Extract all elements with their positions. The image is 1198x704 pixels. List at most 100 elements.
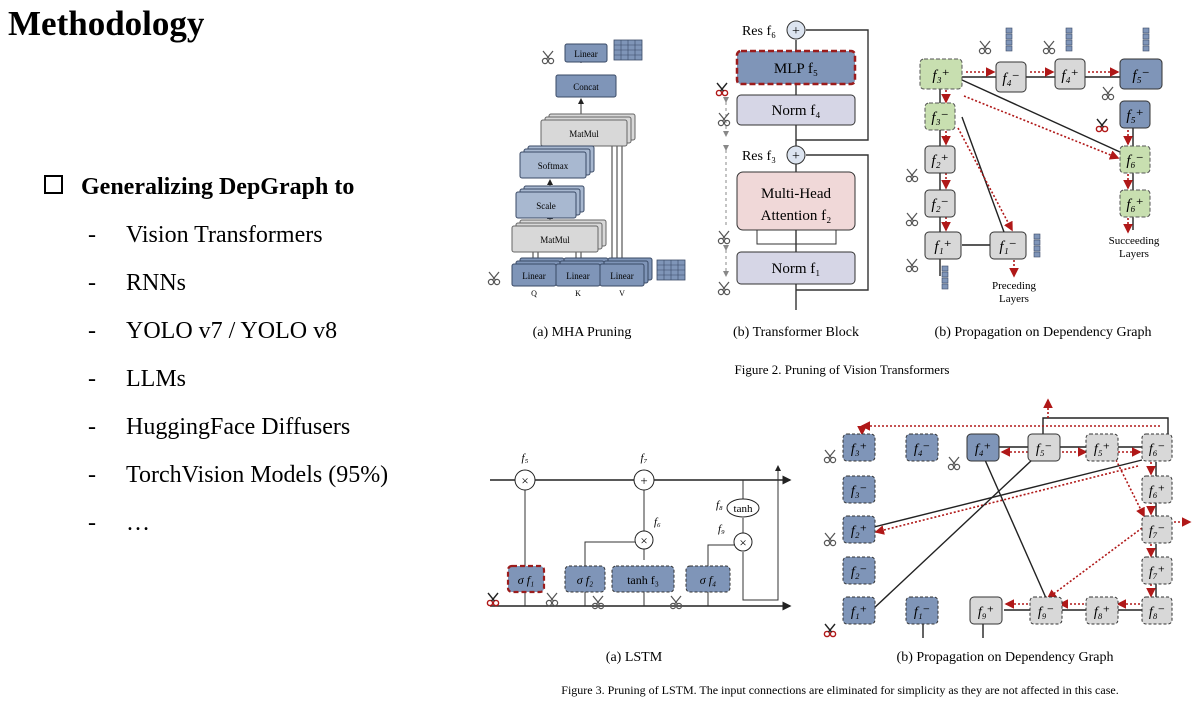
diagram-label: σ f₄	[700, 573, 716, 587]
subcaption: (b) Propagation on Dependency Graph	[897, 650, 1114, 665]
diagram-label: f₂⁻	[931, 197, 948, 213]
diagram-label: f₂⁻	[851, 565, 867, 580]
diagram-label: Layers	[1119, 248, 1149, 260]
scissors-icon	[486, 592, 500, 607]
list-item: -Vision Transformers	[88, 222, 323, 248]
weight-grid-icon	[656, 259, 686, 281]
weight-stack-icon	[1065, 27, 1073, 52]
node-f1-minus	[905, 596, 939, 625]
diagram-label: f₇⁺	[1149, 565, 1165, 580]
node-f3-minus	[924, 102, 956, 131]
vit-dependency-graph: f₃⁺ f₄⁻ f₄⁺ f₅⁻ f₃⁻ f₅⁺ f₂⁺ f₆⁻ f₂⁻ f₆⁺ …	[905, 27, 1163, 340]
scissors-icon	[823, 532, 837, 547]
linear-v-node	[599, 263, 645, 287]
node-f3-plus	[842, 433, 876, 462]
tanh-f8-node	[726, 498, 760, 518]
diagram-label: f₄⁺	[975, 442, 991, 457]
matmul-node-2	[511, 225, 599, 253]
diagram-label: f₈⁺	[1094, 605, 1110, 620]
scissors-icon	[717, 281, 731, 296]
diagram-label: f₃⁻	[931, 110, 948, 126]
node-f6-plus	[1119, 189, 1151, 218]
diagram-label: Q	[531, 289, 537, 298]
sigma-f1-node	[506, 564, 546, 594]
diagram-label: f₈⁻	[1149, 605, 1165, 620]
node-f8-plus	[1085, 596, 1119, 625]
node-f1-plus	[842, 596, 876, 625]
node-f6-minus	[1141, 433, 1173, 462]
node-f6-plus	[1141, 475, 1173, 504]
weight-stack-icon	[1005, 27, 1013, 52]
subcaption: (b) Transformer Block	[733, 325, 859, 340]
diagram-label: MatMul	[540, 235, 570, 245]
node-f5-minus	[1027, 433, 1061, 462]
diagram-label: f₉⁺	[978, 605, 994, 620]
residual-add-3	[786, 145, 806, 165]
diagram-label: Linear	[610, 271, 633, 281]
scissors-icon	[487, 271, 501, 286]
diagram-label: f₆⁺	[1126, 197, 1143, 213]
node-f2-plus	[924, 145, 956, 174]
diagram-label: f₅	[522, 452, 529, 464]
weight-stack-icon	[941, 265, 949, 290]
node-f5-plus	[1119, 100, 1151, 129]
node-f9-plus	[969, 596, 1003, 625]
node-f7-plus	[1141, 556, 1173, 585]
scissors-icon	[717, 230, 731, 245]
scissors-icon	[947, 456, 961, 471]
diagram-label: ×	[640, 533, 647, 548]
slide-title: Methodology	[8, 4, 205, 43]
node-f1-plus	[924, 231, 962, 260]
weight-stack-icon	[1142, 27, 1150, 52]
list-item: -TorchVision Models (95%)	[88, 462, 389, 488]
node-f6-minus	[1119, 145, 1151, 174]
diagram-label: Layers	[999, 293, 1029, 305]
node-f3-plus	[919, 58, 963, 90]
diagram-label: f₅⁻	[1132, 68, 1149, 84]
diagram-label: f₇	[641, 452, 648, 464]
transformer-block-diagram: + Res f₆ MLP f₅ Norm f₄ + Res f₃ Multi-H…	[715, 20, 869, 340]
diagram-label: f₅⁺	[1126, 108, 1143, 124]
diagram-label: f₁⁺	[851, 605, 867, 620]
bullet-text: Generalizing DepGraph to	[81, 174, 355, 200]
list-item: -YOLO v7 / YOLO v8	[88, 318, 338, 344]
diagram-label: Multi-Head	[761, 186, 831, 202]
diagram-label: tanh	[734, 503, 753, 515]
node-f2-minus	[842, 556, 876, 585]
diagram-label: Norm f₁	[772, 261, 821, 277]
mha-pruning-diagram: Linear Concat MatMul Softmax Scale MatMu…	[487, 39, 686, 340]
bullet-list: -Vision Transformers -RNNs -YOLO v7 / YO…	[88, 222, 388, 558]
bullet-heading: Generalizing DepGraph to	[44, 174, 354, 201]
diagram-label: f₁⁺	[934, 239, 951, 255]
node-f4-minus	[905, 433, 939, 462]
subcaption: (a) MHA Pruning	[533, 325, 632, 340]
node-f7-minus	[1141, 515, 1173, 544]
residual-add-6	[786, 20, 806, 40]
diagram-label: MLP f₅	[774, 61, 818, 77]
diagram-label: ×	[521, 473, 528, 488]
scissors-icon	[1101, 86, 1115, 101]
diagram-label: Succeeding	[1109, 235, 1160, 247]
scissors-icon	[905, 258, 919, 273]
list-item: -RNNs	[88, 270, 187, 296]
diagram-label: Linear	[522, 271, 545, 281]
node-f5-plus	[1085, 433, 1119, 462]
diagram-label: Norm f₄	[772, 103, 821, 119]
diagram-label: Res f₆	[742, 24, 776, 39]
diagram-label: tanh f₃	[627, 573, 659, 587]
diagram-label: f₈	[716, 499, 723, 511]
diagram-label: f₆⁻	[1149, 442, 1165, 457]
norm4-node	[736, 94, 856, 126]
diagram-label: MatMul	[569, 129, 599, 139]
multi-head-attention-node	[736, 171, 856, 231]
diagram-label: Attention f₂	[761, 208, 832, 224]
node-f3-minus	[842, 475, 876, 504]
scissors-icon	[545, 592, 559, 607]
diagram-label: Linear	[574, 49, 597, 59]
lstm-dependency-graph: f₃⁺ f₄⁻ f₄⁺ f₅⁻ f₅⁺ f₆⁻ f₃⁻ f₆⁺ f₂⁺ f₇⁻ …	[823, 398, 1192, 665]
diagram-label: +	[792, 24, 800, 39]
node-f1-minus	[989, 231, 1027, 260]
lstm-diagram: × f₅ + f₇ × f₆ tanh f₈ × f₉ σ f₁ σ f₂ ta…	[486, 452, 792, 665]
list-item: -LLMs	[88, 366, 186, 392]
